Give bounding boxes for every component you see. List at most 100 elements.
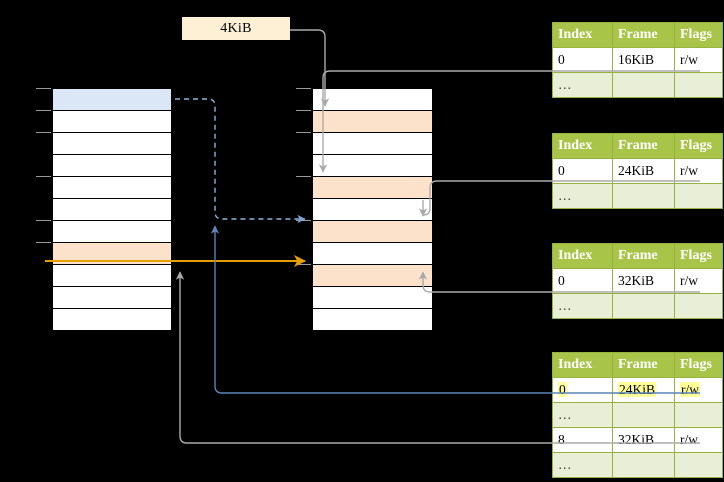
table-cell <box>674 402 723 428</box>
row-tick-mark <box>296 264 311 265</box>
page-size-label: 4KiB <box>182 17 290 40</box>
table-cell <box>612 293 675 319</box>
physical-memory-row <box>312 286 433 309</box>
table-cell: 24KiB <box>612 377 675 403</box>
virtual-address-space-row <box>52 286 172 309</box>
virtual-address-space-row <box>52 308 172 331</box>
table-cell: … <box>552 402 613 428</box>
table-cell <box>674 293 723 319</box>
virtual-address-space-row <box>52 88 172 111</box>
table-cell <box>674 72 723 98</box>
table-cell <box>612 402 675 428</box>
table-row: … <box>552 72 723 98</box>
page-table-level-4-col-header-1: Frame <box>612 352 675 378</box>
virtual-address-space-row <box>52 176 172 199</box>
physical-memory-row <box>312 308 433 331</box>
row-tick-mark <box>296 132 311 133</box>
table-cell: 32KiB <box>612 268 675 294</box>
table-cell: … <box>552 452 613 478</box>
table-cell: r/w <box>674 158 723 184</box>
table-cell: 24KiB <box>612 158 675 184</box>
row-tick-mark <box>296 110 311 111</box>
physical-memory-row <box>312 198 433 221</box>
physical-memory-row <box>312 264 433 287</box>
table-row: … <box>552 183 723 209</box>
page-table-level-2-col-header-1: Frame <box>612 133 675 159</box>
physical-memory-row <box>312 220 433 243</box>
table-cell: r/w <box>674 377 723 403</box>
table-cell: 0 <box>552 158 613 184</box>
row-tick-mark <box>36 88 51 89</box>
physical-memory-row <box>312 88 433 111</box>
physical-memory-row <box>312 242 433 265</box>
row-tick-mark <box>36 110 51 111</box>
table-cell <box>674 183 723 209</box>
virtual-address-space-column <box>52 88 172 331</box>
table-row: … <box>552 293 723 319</box>
table-cell: 0 <box>552 268 613 294</box>
table-cell: 8 <box>552 427 613 453</box>
row-tick-mark <box>36 132 51 133</box>
table-cell: … <box>552 293 613 319</box>
page-table-level-2-col-header-2: Flags <box>674 133 723 159</box>
row-tick-mark <box>296 176 311 177</box>
table-cell: … <box>552 72 613 98</box>
page-table-level-4-col-header-2: Flags <box>674 352 723 378</box>
connector-virtual-row0 <box>175 98 306 224</box>
row-tick-mark <box>296 220 311 221</box>
physical-memory-row <box>312 132 433 155</box>
row-tick-mark <box>36 242 51 243</box>
virtual-address-space-row <box>52 132 172 155</box>
table-cell: 0 <box>552 377 613 403</box>
page-table-level-1-col-header-0: Index <box>552 22 613 48</box>
page-table-level-3-col-header-1: Frame <box>612 243 675 269</box>
virtual-address-space-row <box>52 110 172 133</box>
table-cell <box>674 452 723 478</box>
physical-memory-row <box>312 154 433 177</box>
table-cell <box>612 183 675 209</box>
table-row: … <box>552 402 723 428</box>
table-cell: 16KiB <box>612 47 675 73</box>
table-cell: r/w <box>674 427 723 453</box>
highlighted-value: 24KiB <box>618 382 657 397</box>
table-cell: 0 <box>552 47 613 73</box>
page-table-level-3-col-header-0: Index <box>552 243 613 269</box>
page-table-level-3-col-header-2: Flags <box>674 243 723 269</box>
page-table-level-1-col-header-2: Flags <box>674 22 723 48</box>
table-cell <box>612 452 675 478</box>
page-table-level-1-col-header-1: Frame <box>612 22 675 48</box>
virtual-address-space-row <box>52 154 172 177</box>
physical-memory-column <box>312 88 433 331</box>
row-tick-mark <box>296 88 311 89</box>
table-cell: 32KiB <box>612 427 675 453</box>
page-table-level-4-col-header-0: Index <box>552 352 613 378</box>
highlighted-value: r/w <box>680 382 700 397</box>
highlighted-value: 0 <box>558 382 567 397</box>
page-table-level-2-col-header-0: Index <box>552 133 613 159</box>
table-cell: r/w <box>674 47 723 73</box>
virtual-address-space-row <box>52 242 172 265</box>
row-tick-mark <box>36 176 51 177</box>
virtual-address-space-row <box>52 198 172 221</box>
physical-memory-row <box>312 176 433 199</box>
table-row: 0 24KiB r/w <box>552 377 723 403</box>
physical-memory-row <box>312 110 433 133</box>
page-size-text: 4KiB <box>220 20 252 36</box>
table-row: … <box>552 452 723 478</box>
virtual-address-space-row <box>52 220 172 243</box>
table-cell: r/w <box>674 268 723 294</box>
virtual-address-space-row <box>52 264 172 287</box>
